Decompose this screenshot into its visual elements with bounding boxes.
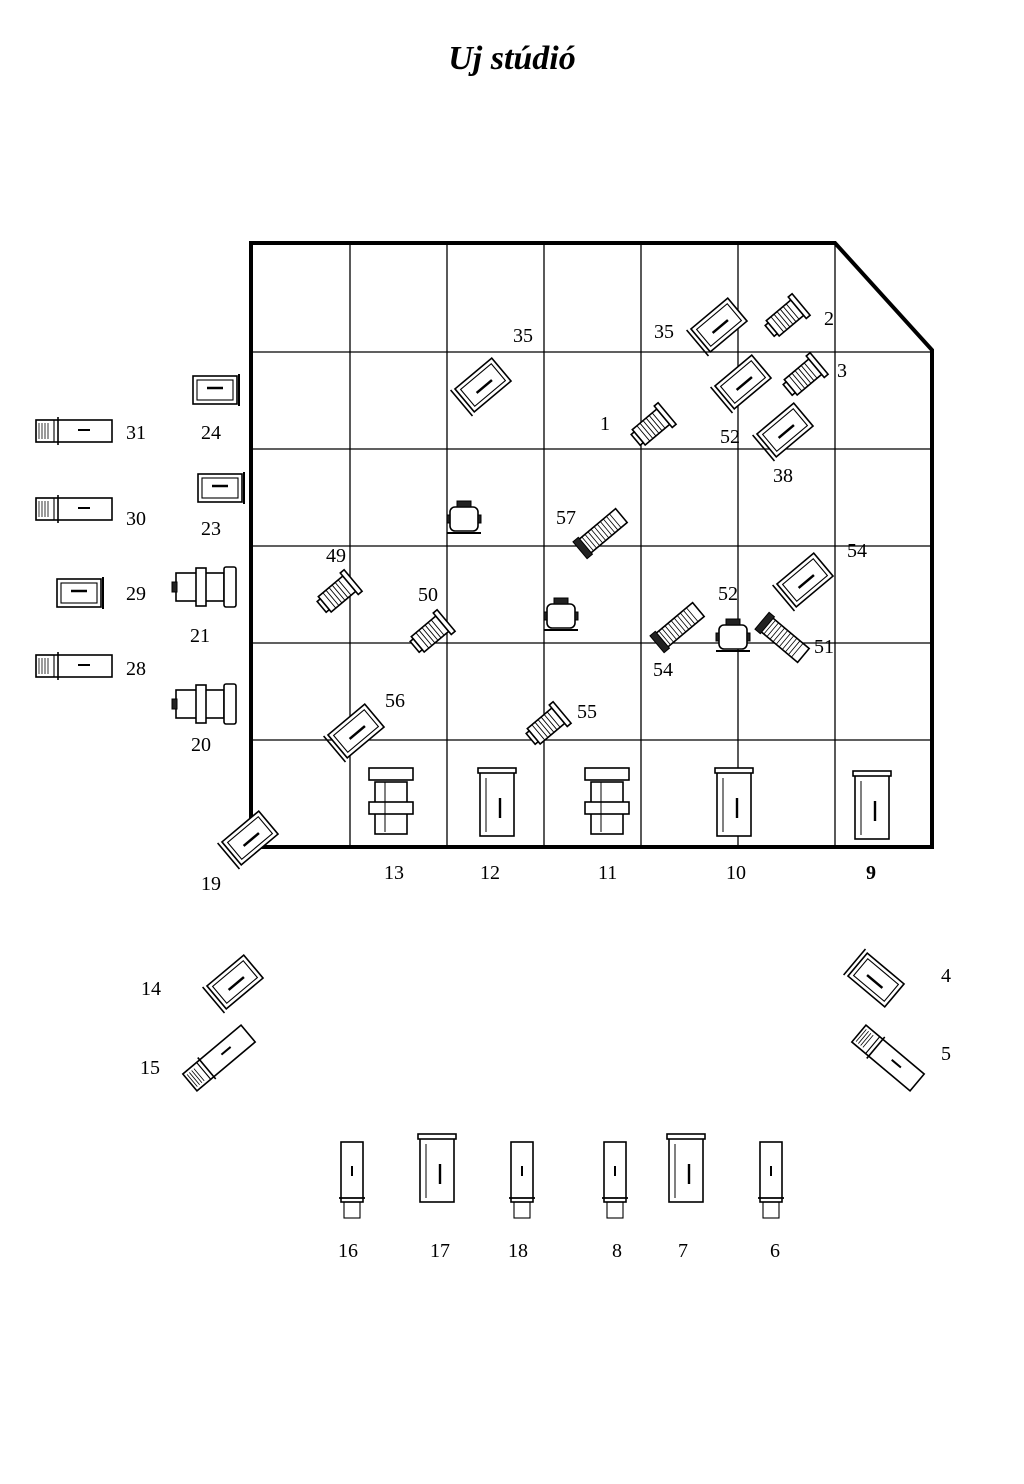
fixture-label: 52 bbox=[718, 583, 738, 605]
profile-icon bbox=[171, 566, 237, 608]
upright-box-icon bbox=[477, 767, 517, 837]
flood-icon bbox=[710, 353, 773, 414]
long-spot-icon bbox=[35, 652, 113, 680]
flood-icon bbox=[217, 809, 280, 870]
fixture-label: 21 bbox=[190, 625, 210, 647]
profile-up-icon bbox=[368, 767, 414, 835]
box-light-icon bbox=[192, 374, 240, 406]
fixture-label: 35 bbox=[513, 325, 533, 347]
flood-icon bbox=[752, 401, 815, 462]
profile-up-icon bbox=[584, 767, 630, 835]
flood-icon bbox=[686, 296, 749, 357]
upright-spot-icon bbox=[509, 1141, 535, 1219]
fixture-label: 19 bbox=[201, 873, 221, 895]
upright-spot-icon bbox=[602, 1141, 628, 1219]
fixture-label: 8 bbox=[612, 1240, 622, 1262]
fixture-label: 1 bbox=[600, 413, 610, 435]
flood-icon bbox=[202, 953, 265, 1014]
fixture-label: 38 bbox=[773, 465, 793, 487]
fixture-label: 52 bbox=[720, 426, 740, 448]
fixture-label: 16 bbox=[338, 1240, 358, 1262]
flood-icon bbox=[843, 948, 906, 1009]
par-icon bbox=[715, 618, 751, 652]
fixture-label: 51 bbox=[814, 636, 834, 658]
grid-label: 10 bbox=[726, 862, 746, 884]
studio-wall bbox=[249, 241, 934, 849]
fixture-label: 6 bbox=[770, 1240, 780, 1262]
row-labels-bottom: 13 12 11 10 9 bbox=[384, 862, 876, 884]
fixture-label: 7 bbox=[678, 1240, 688, 1262]
fixture-label: 24 bbox=[201, 422, 221, 444]
spot-icon bbox=[764, 292, 812, 338]
spot-icon bbox=[782, 351, 830, 397]
grid-label: 12 bbox=[480, 862, 500, 884]
fixture-label: 54 bbox=[653, 659, 673, 681]
fixture-label: 57 bbox=[556, 507, 576, 529]
grid-label: 13 bbox=[384, 862, 404, 884]
upright-box-icon bbox=[666, 1133, 706, 1203]
long-spot-icon bbox=[850, 1024, 926, 1092]
box-light-icon bbox=[197, 472, 245, 504]
spot-icon bbox=[525, 700, 573, 746]
grid-label: 11 bbox=[598, 862, 617, 884]
fixture-label: 2 bbox=[824, 308, 834, 330]
long-spot-icon bbox=[35, 495, 113, 523]
par-icon bbox=[543, 597, 579, 631]
fresnel-icon bbox=[754, 611, 811, 664]
long-spot-icon bbox=[35, 417, 113, 445]
page-title: Uj stúdió bbox=[448, 40, 576, 77]
flood-icon bbox=[323, 702, 386, 763]
fixture-label: 23 bbox=[201, 518, 221, 540]
fixture-label: 17 bbox=[430, 1240, 450, 1262]
fixture-label: 29 bbox=[126, 583, 146, 605]
upright-box-icon bbox=[417, 1133, 457, 1203]
par-icon bbox=[446, 500, 482, 534]
spot-icon bbox=[409, 608, 457, 654]
fixture-label: 5 bbox=[941, 1043, 951, 1065]
fixture-label: 56 bbox=[385, 690, 405, 712]
upright-box-icon bbox=[714, 767, 754, 837]
fixture-label: 49 bbox=[326, 545, 346, 567]
fixture-label: 35 bbox=[654, 321, 674, 343]
upright-box-icon bbox=[852, 770, 892, 840]
grid-label: 9 bbox=[866, 862, 876, 884]
fixture-label: 15 bbox=[140, 1057, 160, 1079]
fixture-label: 3 bbox=[837, 360, 847, 382]
spot-icon bbox=[316, 568, 364, 614]
fixture-label: 50 bbox=[418, 584, 438, 606]
fixture-label: 54 bbox=[847, 540, 867, 562]
fixture-label: 31 bbox=[126, 422, 146, 444]
fixture-label: 28 bbox=[126, 658, 146, 680]
long-spot-icon bbox=[181, 1024, 257, 1092]
upright-spot-icon bbox=[339, 1141, 365, 1219]
fixture-label: 30 bbox=[126, 508, 146, 530]
spot-icon bbox=[630, 401, 678, 447]
flood-icon bbox=[772, 551, 835, 612]
upright-spot-icon bbox=[758, 1141, 784, 1219]
flood-icon bbox=[450, 356, 513, 417]
box-light-icon bbox=[56, 577, 104, 609]
fixture-label: 4 bbox=[941, 965, 951, 987]
fixture-label: 20 bbox=[191, 734, 211, 756]
fresnel-icon bbox=[572, 507, 629, 560]
fresnel-icon bbox=[649, 601, 706, 654]
fixture-label: 18 bbox=[508, 1240, 528, 1262]
profile-icon bbox=[171, 683, 237, 725]
fixture-label: 14 bbox=[141, 978, 161, 1000]
fixture-label: 55 bbox=[577, 701, 597, 723]
